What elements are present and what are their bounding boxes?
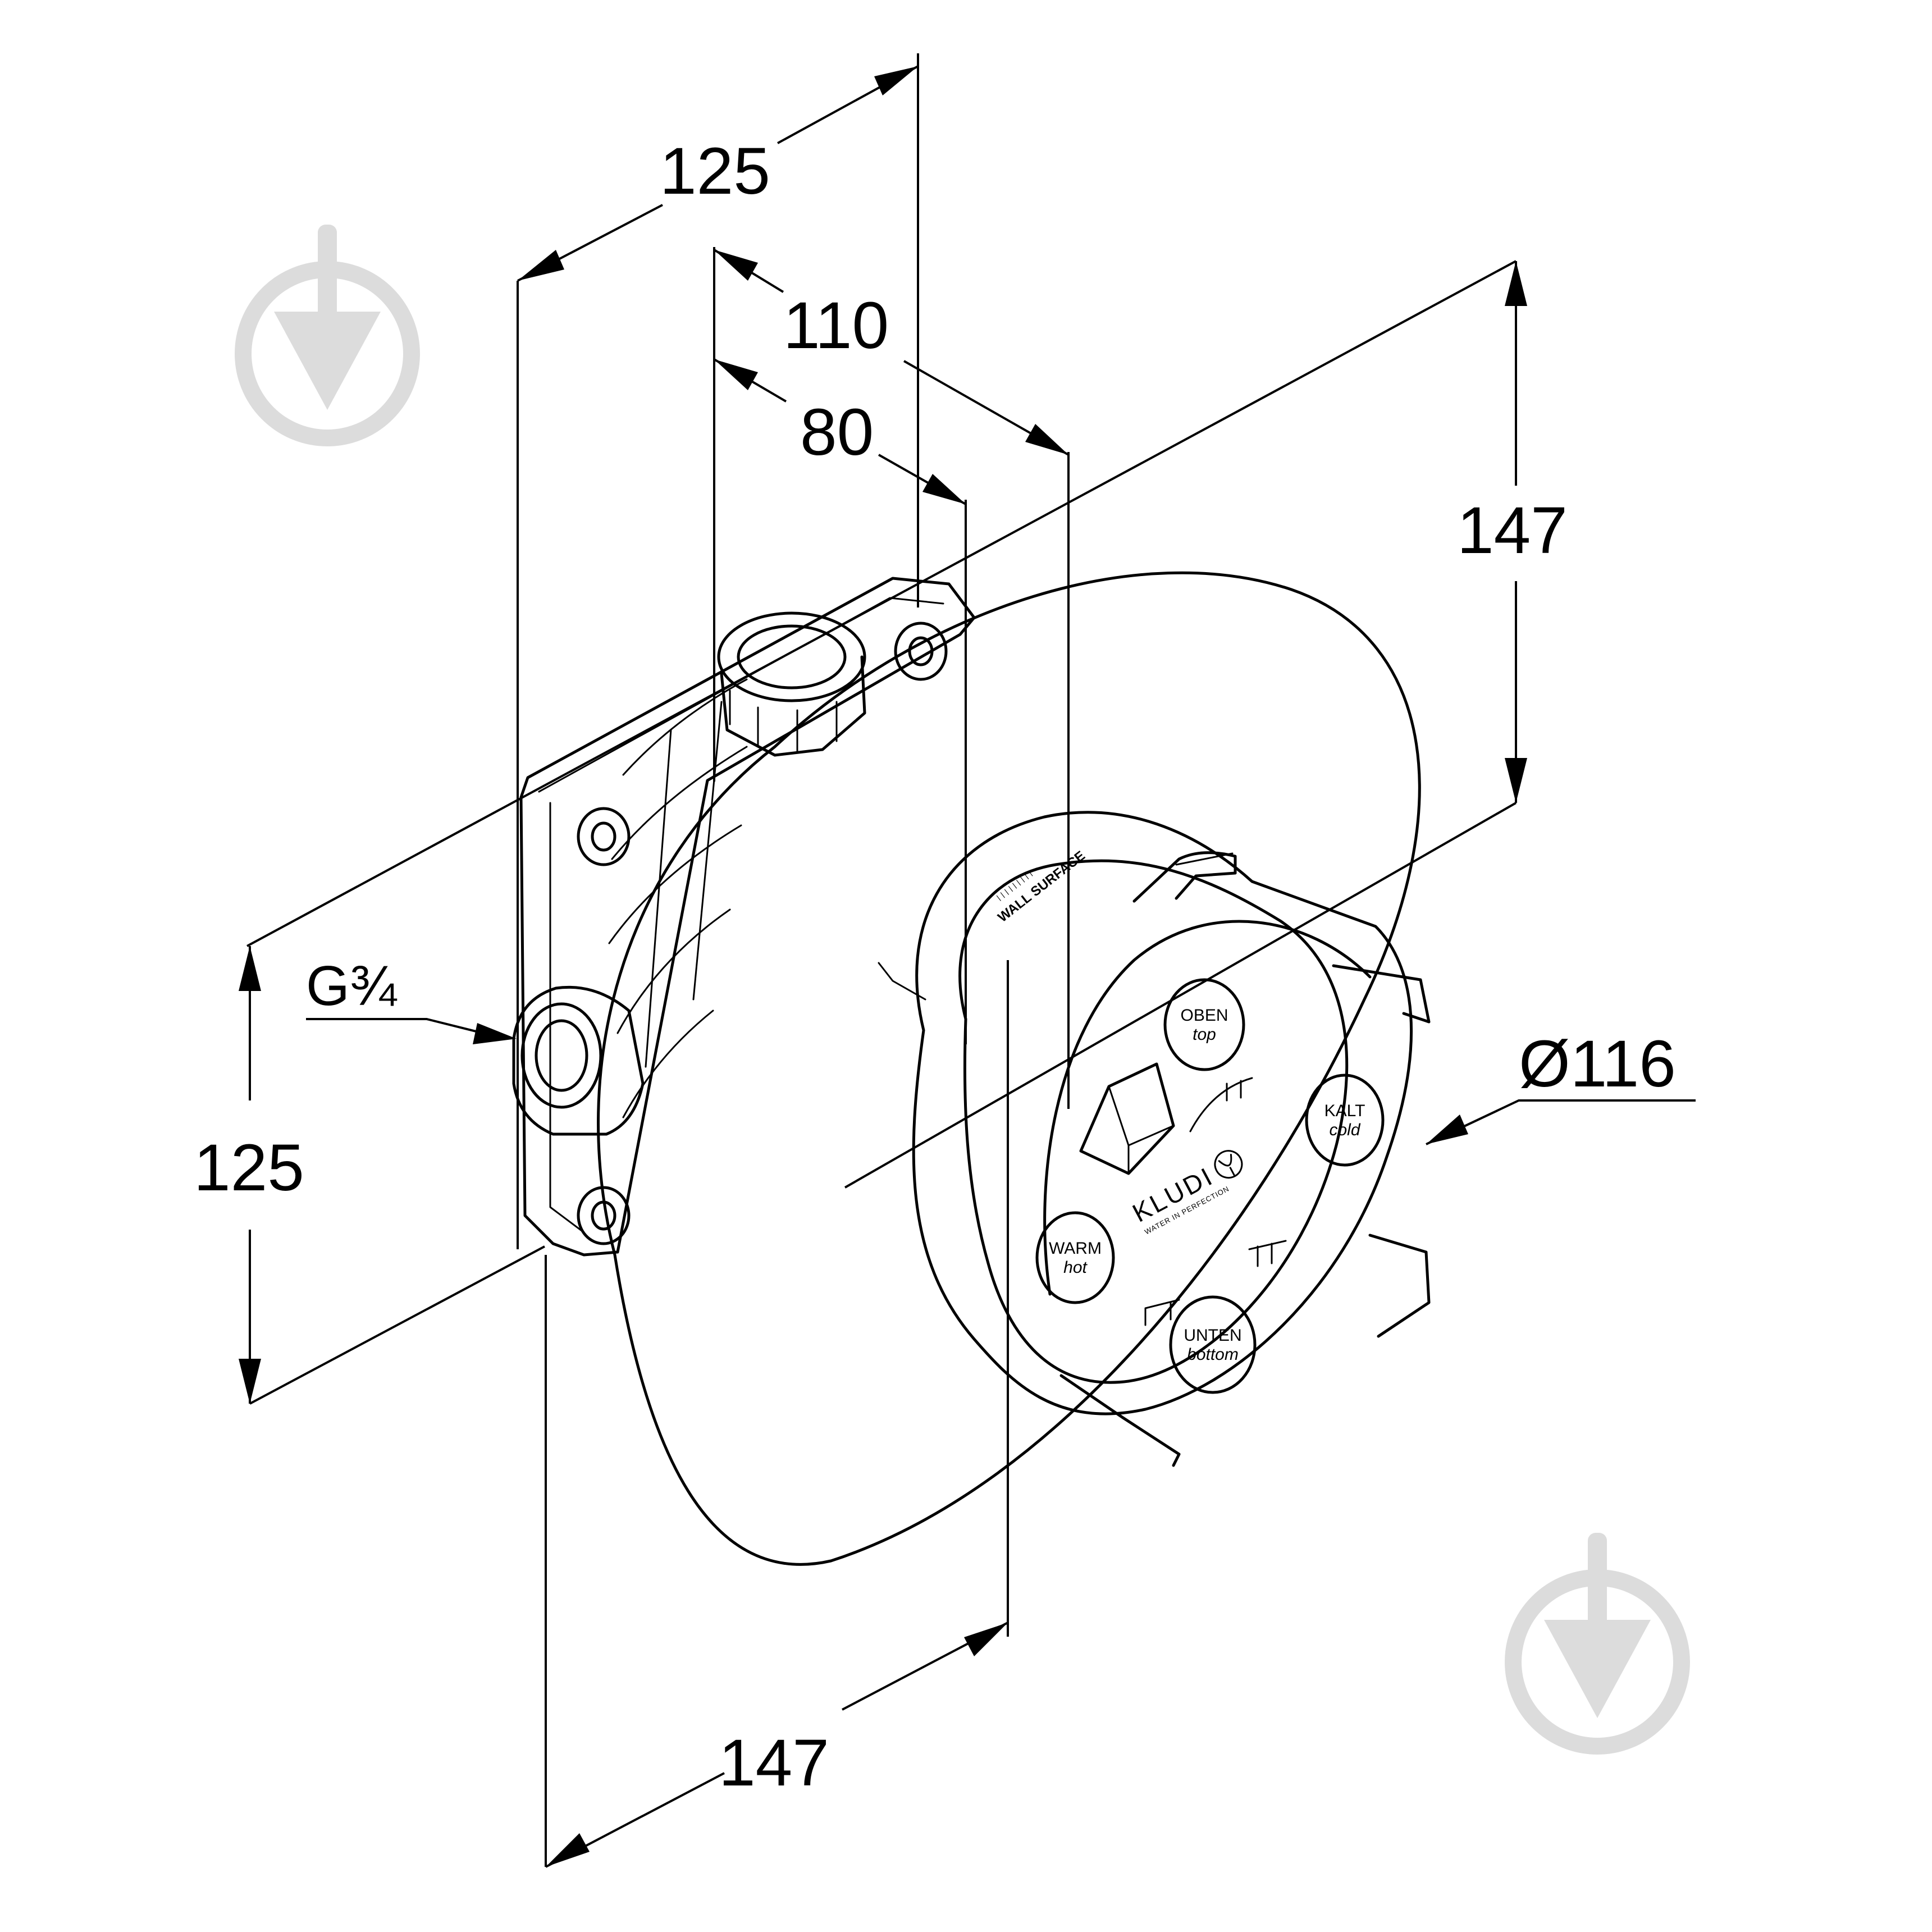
watermark-logo-top — [235, 225, 420, 446]
mounting-plate-disc — [597, 571, 1421, 1566]
dim-147-bottom: 147 — [719, 1726, 829, 1800]
label-bottom: UNTEN bottom — [1169, 1295, 1257, 1394]
label-bottom-de: UNTEN — [1184, 1326, 1241, 1345]
label-top: OBEN top — [1163, 978, 1245, 1071]
label-hot: WARM hot — [1035, 1211, 1115, 1304]
label-top-en: top — [1193, 1025, 1216, 1044]
wall-surface-marking: WALL SURFACE | | | | | | | | | — [995, 848, 1088, 925]
label-cold: KALT cold — [1305, 1074, 1385, 1167]
mounting-frame — [512, 577, 976, 1257]
label-cold-en: cold — [1329, 1121, 1360, 1139]
dim-147-right: 147 — [1457, 494, 1568, 568]
dim-80: 80 — [800, 395, 874, 469]
dim-125-top: 125 — [660, 134, 770, 208]
dimension-arrowheads — [239, 66, 1527, 1867]
label-top-de: OBEN — [1180, 1006, 1228, 1025]
dim-110: 110 — [783, 289, 889, 363]
dimension-labels: 125 110 80 147 125 147 G¾ Ø116 — [194, 134, 1676, 1800]
label-hot-en: hot — [1063, 1258, 1088, 1277]
dim-125-left: 125 — [194, 1131, 304, 1205]
kludi-logo: KLUDI WATER IN PERFECTION — [1127, 1150, 1243, 1236]
dimension-lines — [246, 53, 1696, 1868]
watermark-logo-bottom — [1505, 1533, 1690, 1755]
label-cold-de: KALT — [1324, 1102, 1365, 1120]
label-bottom-en: bottom — [1187, 1345, 1239, 1364]
cover-body — [912, 811, 1431, 1467]
label-hot-de: WARM — [1049, 1239, 1102, 1258]
dim-diameter-116: Ø116 — [1519, 1027, 1676, 1101]
dim-thread-g34: G¾ — [306, 954, 398, 1017]
